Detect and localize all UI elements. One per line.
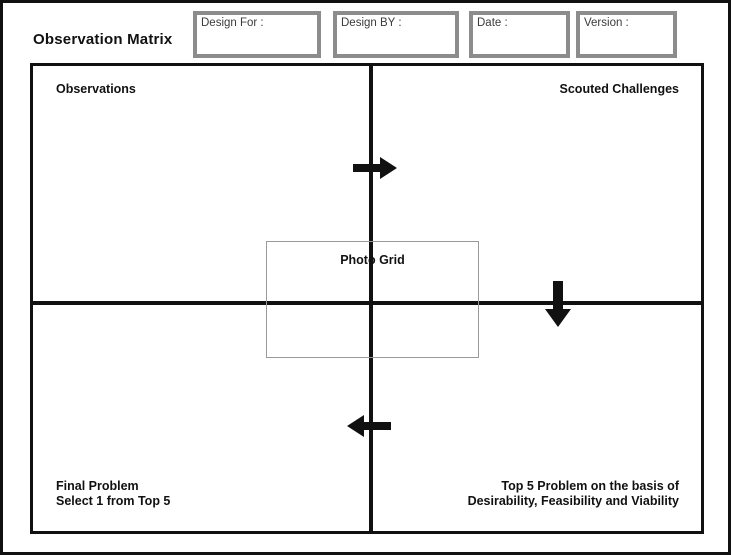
meta-field-date[interactable]: Date : (469, 11, 570, 58)
photo-grid-panel[interactable]: Photo Grid (266, 241, 479, 358)
matrix-vertical-divider (369, 66, 373, 531)
arrow-down-icon (543, 281, 573, 334)
arrow-right-icon (353, 155, 399, 186)
quadrant-label-observations: Observations (56, 82, 136, 96)
meta-field-design-for[interactable]: Design For : (193, 11, 321, 58)
meta-field-design-by[interactable]: Design BY : (333, 11, 459, 58)
quadrant-label-scouted-challenges: Scouted Challenges (559, 82, 679, 96)
meta-field-label: Version : (584, 17, 629, 29)
meta-field-label: Design For : (201, 17, 264, 29)
meta-field-version[interactable]: Version : (576, 11, 677, 58)
matrix-horizontal-divider (33, 301, 701, 305)
meta-field-label: Date : (477, 17, 508, 29)
photo-grid-label: Photo Grid (340, 253, 405, 267)
quadrant-label-final-problem: Final Problem Select 1 from Top 5 (56, 479, 171, 508)
quadrant-label-top-5-problem: Top 5 Problem on the basis of Desirabili… (467, 479, 679, 508)
matrix-canvas: Observations Scouted Challenges Final Pr… (30, 63, 704, 534)
meta-field-label: Design BY : (341, 17, 402, 29)
page-title: Observation Matrix (33, 31, 173, 48)
arrow-left-icon (345, 413, 393, 444)
